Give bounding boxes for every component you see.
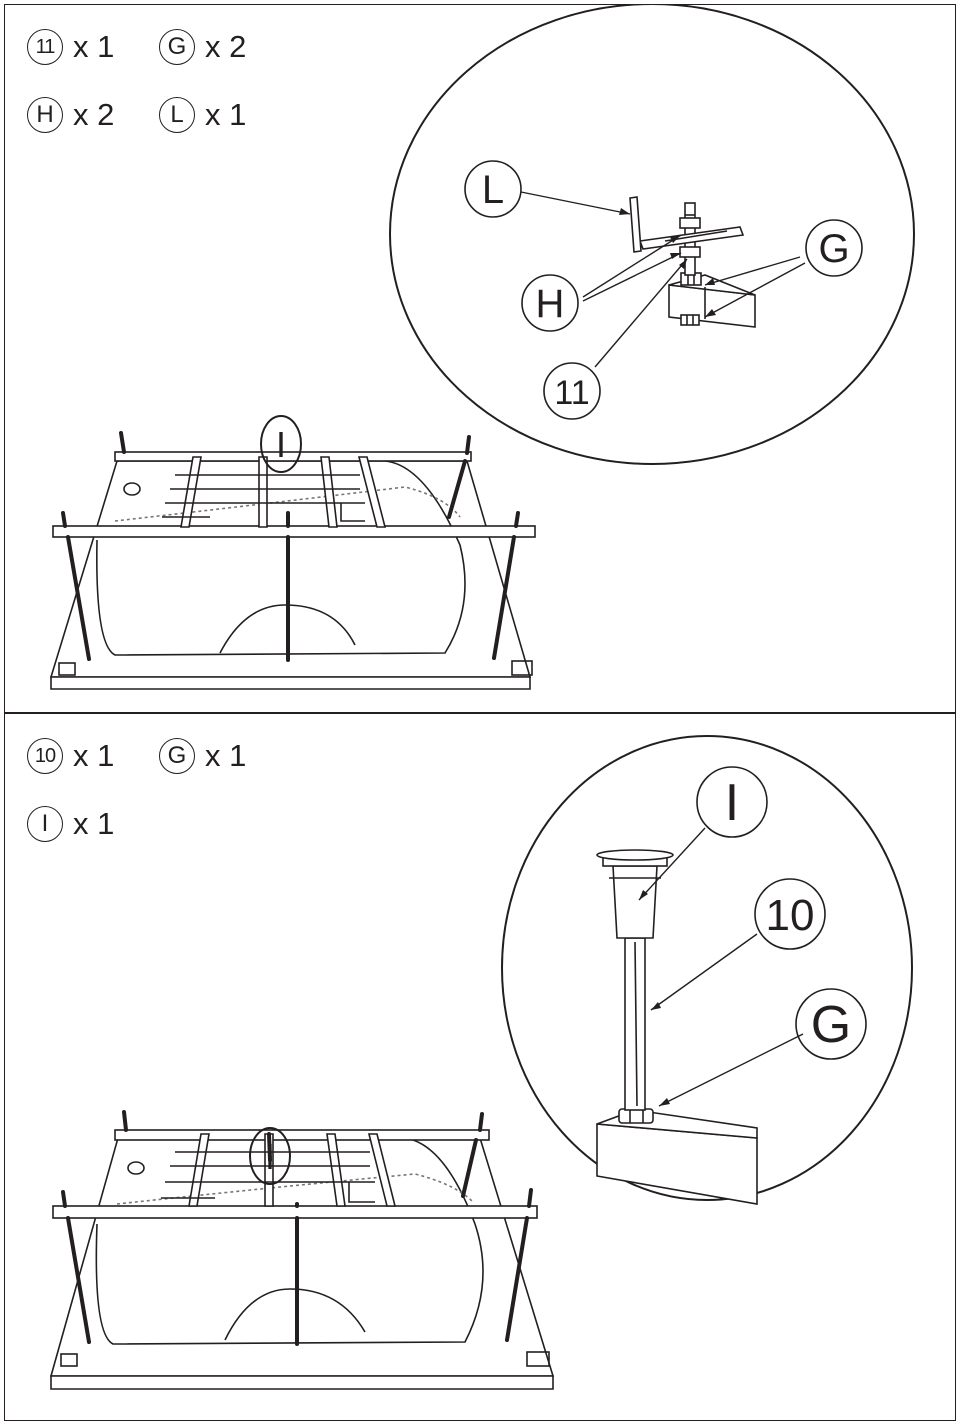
callout-label-i: I [725,774,739,832]
callout-label-l: L [482,168,504,212]
part-qty: x 1 [205,97,247,132]
part-qty: x 1 [73,806,115,841]
threaded-rod-10 [624,937,646,1111]
part-id-badge: L [159,97,195,133]
part-id-badge: 10 [27,738,63,774]
part-entry: I x 1 [27,806,114,842]
part-entry: H x 2 [27,97,114,133]
part-entry: G x 2 [159,29,246,65]
callout-leaders [638,827,804,1107]
callout-circle-h [521,274,579,332]
part-qty: x 1 [205,738,247,773]
part-id-badge: 11 [27,29,63,65]
callout-label-h: H [536,282,565,326]
part-qty: x 2 [205,29,247,64]
part-entry: 11 x 1 [27,29,114,65]
step-1-panel: 11 x 1 G x 2 H x 2 L x 1 [4,4,956,713]
step-1-illustration: L H G 11 [49,5,915,690]
part-qty: x 1 [73,738,115,773]
callout-circle-11 [543,362,601,420]
location-marker-i: I [265,1136,275,1177]
callout-circle-10 [754,878,826,950]
wrench-l [629,196,745,253]
callout-arrowheads [639,890,670,1106]
callout-circle-g [805,219,863,277]
bathtub-frame-assembly [49,1110,555,1390]
callout-circle-i [696,766,768,838]
step-2-panel: 10 x 1 G x 1 I x 1 [4,713,956,1421]
callout-label-11: 11 [554,374,589,412]
part-id-badge: G [159,738,195,774]
callout-arrowheads [619,208,716,317]
callout-label-g: G [811,996,851,1054]
detail-zoom-ellipse [501,735,913,1201]
nut-g [618,1108,654,1124]
part-id-badge: H [27,97,63,133]
step-2-illustration: I 10 G [49,735,913,1390]
part-entry: G x 1 [159,738,246,774]
bracket-block [596,1109,758,1205]
callout-circle-g [795,988,867,1060]
callout-circle-l [464,160,522,218]
nut-g-upper [680,272,702,286]
location-marker-i: I [276,424,286,465]
part-entry: 10 x 1 [27,738,114,774]
part-id-badge: I [27,806,63,842]
callout-label-g: G [818,227,849,271]
part-id-badge: G [159,29,195,65]
nut-g-lower [680,314,700,326]
part-qty: x 2 [73,97,115,132]
detail-zoom-ellipse [389,5,915,465]
nut-h-pair [679,217,701,258]
adjustable-foot-i [596,849,674,939]
part-entry: L x 1 [159,97,246,133]
callout-leaders [520,191,806,368]
bathtub-frame-assembly [49,415,536,690]
callout-label-10: 10 [766,891,815,940]
part-qty: x 1 [73,29,115,64]
